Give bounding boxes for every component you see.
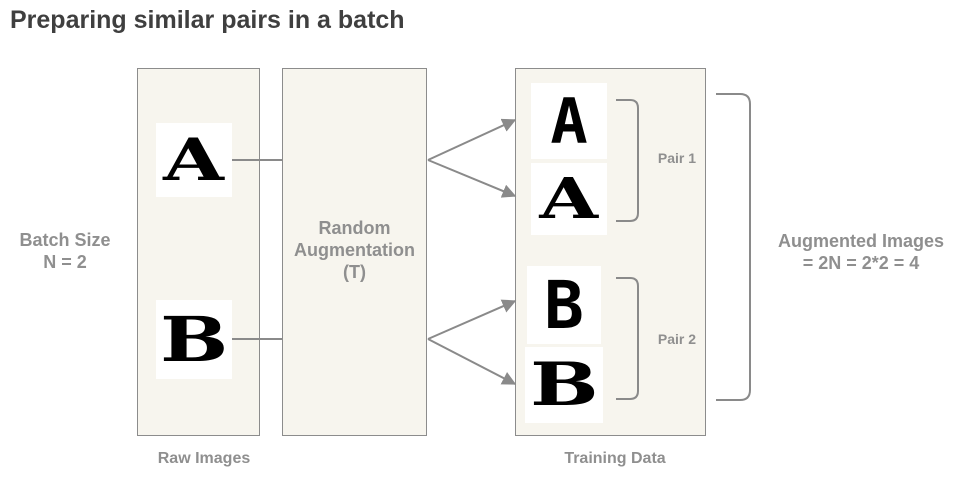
- arrow-a-lower: [427, 159, 517, 198]
- training-data-caption: Training Data: [564, 450, 666, 467]
- arrow-b-lower: [427, 338, 517, 385]
- pair-1-label: Pair 1: [657, 150, 697, 166]
- augmentation-label: Random Augmentation (T): [282, 217, 427, 283]
- augmentation-line3: (T): [343, 262, 366, 282]
- raw-image-b-glyph: B: [159, 303, 229, 376]
- training-image-b: B: [525, 347, 603, 423]
- augmentation-line2: Augmentation: [294, 240, 415, 260]
- augmentation-line1: Random: [318, 218, 391, 238]
- augmented-line1: Augmented Images: [777, 231, 945, 251]
- batch-size-line1: Batch Size: [19, 230, 111, 250]
- augmentation-panel: [282, 68, 427, 436]
- augmented-line2: = 2N = 2*2 = 4: [802, 253, 920, 273]
- training-image-a-pixel-glyph: A: [550, 84, 588, 158]
- raw-image-a: A: [156, 123, 232, 197]
- augmented-images-brace: [716, 93, 751, 401]
- training-image-a: A: [531, 163, 607, 235]
- pair-2-brace: [616, 277, 639, 400]
- pair-2-label: Pair 2: [657, 331, 697, 347]
- page-title: Preparing similar pairs in a batch: [10, 6, 405, 34]
- batch-size-label: Batch Size N = 2: [6, 229, 124, 273]
- training-image-b-glyph: B: [529, 350, 599, 420]
- training-image-b-pixel-glyph: B: [544, 266, 584, 344]
- training-image-a-pixel: A: [531, 83, 607, 159]
- raw-image-b: B: [156, 300, 232, 379]
- raw-images-caption: Raw Images: [157, 450, 251, 467]
- arrow-a-upper: [427, 118, 517, 161]
- augmented-images-label: Augmented Images = 2N = 2*2 = 4: [762, 230, 960, 274]
- training-image-a-glyph: A: [539, 166, 599, 232]
- raw-image-a-glyph: A: [163, 126, 225, 194]
- training-image-b-pixel: B: [527, 266, 601, 344]
- arrow-b-upper: [427, 299, 517, 340]
- batch-size-line2: N = 2: [43, 252, 87, 272]
- pair-1-brace: [616, 99, 639, 222]
